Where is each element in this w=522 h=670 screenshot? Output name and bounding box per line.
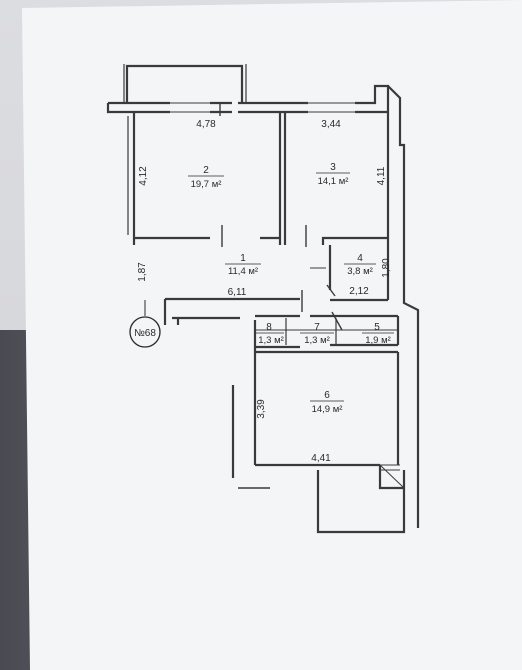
- room-5: 5 1,9 м²: [362, 322, 394, 346]
- room-number: 7: [314, 322, 320, 333]
- room-area: 1,9 м²: [365, 335, 391, 346]
- dim-left-segment: 1,87: [137, 262, 148, 282]
- room-area: 3,8 м²: [347, 266, 373, 277]
- room-6: 6 14,9 м²: [310, 390, 344, 415]
- walls: [106, 64, 420, 534]
- room-number: 6: [324, 390, 330, 401]
- top-wall: [106, 103, 170, 114]
- room-number: 1: [240, 253, 246, 264]
- room6-balcony-box: [378, 465, 404, 490]
- room6-balcony: [316, 470, 406, 534]
- dim-room4-width: 2,12: [349, 286, 369, 297]
- room-area: 14,9 м²: [312, 404, 343, 415]
- dim-room4-height: 1,80: [381, 258, 392, 278]
- paper-sheet: [22, 0, 522, 670]
- room-1: 1 11,4 м²: [225, 253, 261, 277]
- room-area: 11,4 м²: [228, 266, 258, 277]
- balcony-wall: [125, 64, 244, 103]
- room6-balcony-diag: [379, 464, 405, 489]
- room-7: 7 1,3 м²: [300, 322, 334, 346]
- outer-right-wall: [387, 85, 420, 528]
- room-area: 1,3 м²: [258, 335, 284, 346]
- room-8: 8 1,3 м²: [256, 322, 284, 346]
- room-number: 4: [357, 253, 363, 264]
- plan-number-circle: [129, 316, 161, 348]
- room-number: 8: [266, 322, 272, 333]
- dim-room3-height: 4,11: [376, 166, 387, 185]
- dim-room2-height: 4,12: [138, 166, 149, 186]
- room-area: 14,1 м²: [318, 176, 349, 187]
- room-4: 4 3,8 м²: [344, 253, 376, 277]
- plan-number: №68: [134, 328, 156, 339]
- room-number: 2: [203, 165, 209, 176]
- room-3: 3 14,1 м²: [316, 162, 350, 187]
- room-number: 3: [330, 162, 336, 173]
- dim-hall-width: 6,11: [228, 287, 247, 298]
- room3-bottom: [321, 236, 388, 245]
- room-area: 19,7 м²: [191, 179, 222, 190]
- dim-room6-width: 4,41: [311, 453, 331, 464]
- door-room4: [326, 284, 336, 297]
- room-number: 5: [374, 322, 380, 333]
- top-right-wall: [355, 84, 390, 112]
- room-2: 2 19,7 м²: [188, 165, 224, 190]
- dim-room3-width: 3,44: [321, 119, 341, 130]
- door-5: [331, 311, 343, 331]
- room-area: 1,3 м²: [304, 335, 330, 346]
- dim-room2-width: 4,78: [196, 119, 216, 130]
- dim-room6-height: 3,39: [256, 399, 267, 419]
